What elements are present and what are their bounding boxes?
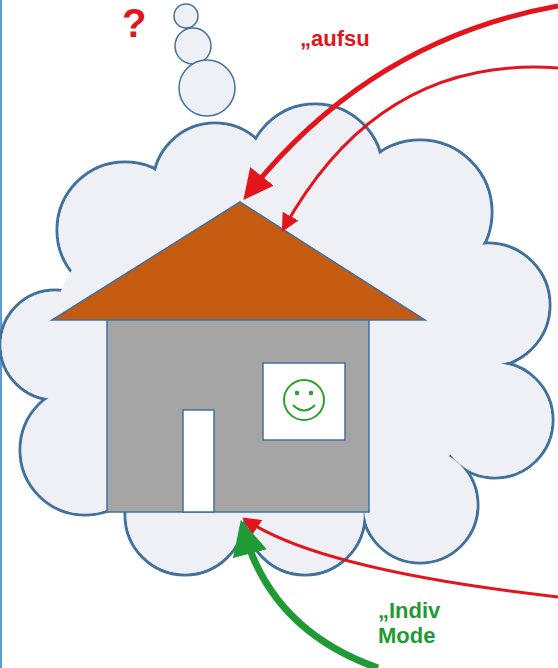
- thought-cloud-fill: [2, 106, 552, 574]
- house-drawing: [52, 202, 425, 512]
- pointer-arrows: [243, 6, 558, 668]
- thought-cloud-outline: [0, 104, 553, 575]
- annotation-text: „aufsu: [300, 26, 550, 51]
- annotation-text: „Indiv Mode: [378, 598, 478, 649]
- question-mark: ?: [122, 0, 162, 46]
- thought-bubbles: [174, 4, 235, 116]
